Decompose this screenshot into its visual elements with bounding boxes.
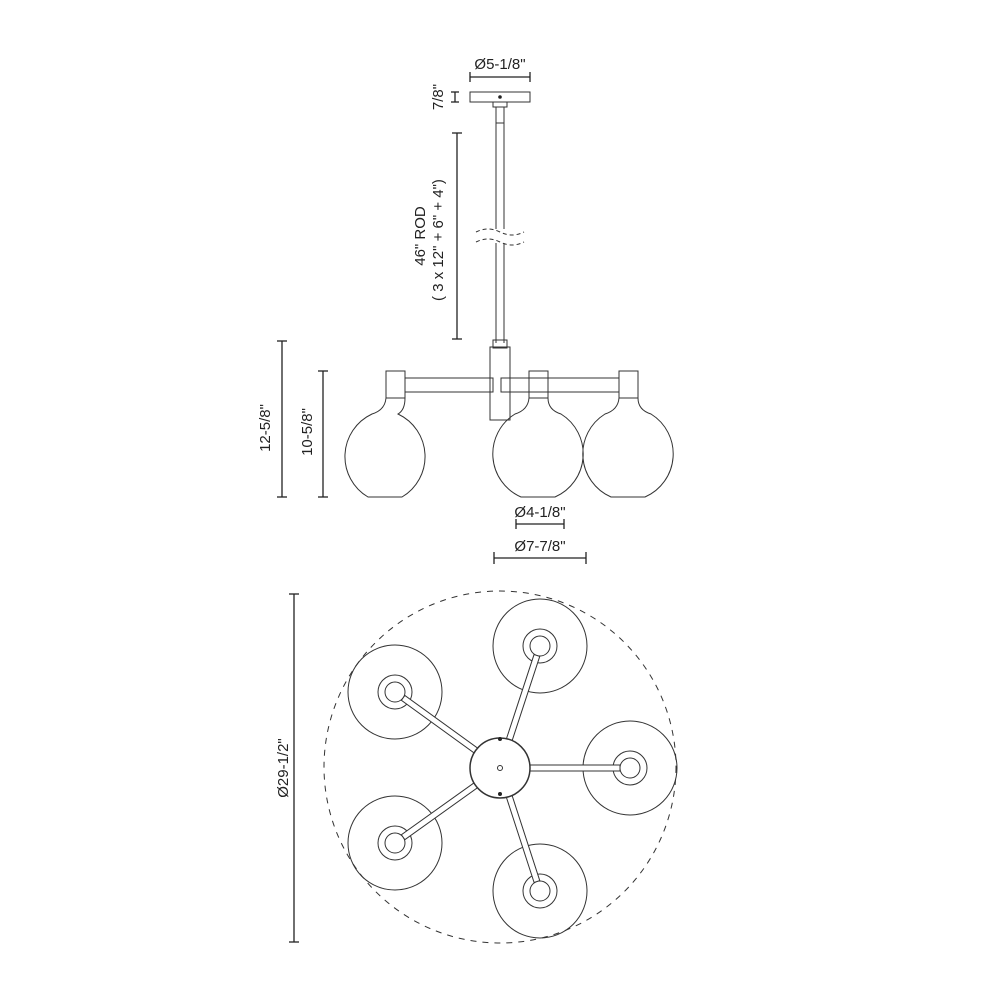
rod-length-label: 46" ROD — [412, 206, 429, 266]
plan-globe-4 — [347, 795, 443, 891]
plan-globe-5 — [347, 644, 443, 740]
plan-globe-1 — [492, 598, 588, 694]
arm-left — [404, 377, 494, 393]
plan-view — [323, 590, 678, 944]
side-view — [344, 91, 674, 498]
dim-fixture-height: 10-5/8" — [299, 370, 328, 498]
canopy-neck — [492, 101, 508, 108]
rod-composition-label: ( 3 x 12" + 6" + 4") — [430, 179, 447, 301]
dim-globe-opening: Ø4-1/8" — [514, 504, 566, 529]
dim-canopy-height: 7/8" — [430, 84, 459, 110]
canopy-screw — [498, 95, 502, 99]
globe-opening-label: Ø4-1/8" — [514, 504, 565, 521]
dim-overall-diameter: Ø29-1/2" — [275, 593, 299, 943]
canopy-diameter-label: Ø5-1/8" — [474, 56, 525, 73]
hub-center-hole — [497, 765, 503, 771]
dim-rod-length: 46" ROD ( 3 x 12" + 6" + 4") — [412, 132, 462, 340]
rod-break-mark — [475, 228, 525, 236]
center-hub — [469, 737, 531, 799]
overall-diameter-label: Ø29-1/2" — [275, 738, 292, 798]
center-body — [489, 346, 511, 421]
dim-globe-diameter: Ø7-7/8" — [493, 538, 587, 564]
arm-right — [500, 377, 620, 393]
fixture-height-label: 10-5/8" — [299, 408, 316, 456]
hub-screw-top — [498, 737, 502, 741]
plan-globe-3 — [492, 843, 588, 939]
rod-coupler — [495, 106, 505, 124]
overall-height-label: 12-5/8" — [257, 404, 274, 452]
globe-right — [582, 370, 674, 498]
globe-center — [492, 370, 584, 498]
globe-diameter-label: Ø7-7/8" — [514, 538, 565, 555]
rod — [475, 123, 525, 349]
globe-left — [344, 370, 426, 498]
dim-canopy-diameter: Ø5-1/8" — [469, 56, 531, 82]
hub-screw-bottom — [498, 792, 502, 796]
overall-outline — [323, 590, 677, 944]
canopy-height-label: 7/8" — [430, 84, 447, 110]
dim-overall-height: 12-5/8" — [257, 340, 287, 498]
